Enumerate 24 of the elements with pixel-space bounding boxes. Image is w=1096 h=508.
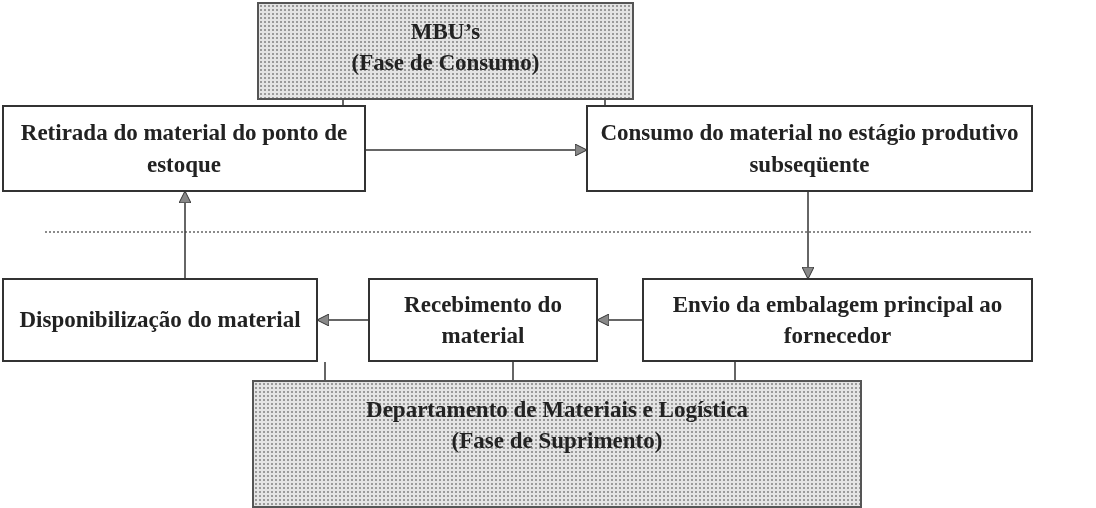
process-box xyxy=(642,278,1033,362)
process-box xyxy=(2,105,366,192)
connector-line xyxy=(324,361,326,381)
connector-line xyxy=(734,361,736,381)
node-text: (Fase de Consumo) xyxy=(351,49,540,78)
arrow xyxy=(178,190,192,279)
process-box xyxy=(2,278,318,362)
node-text: Consumo do material no estágio produtivo subseqüente xyxy=(599,119,1020,179)
arrow xyxy=(801,191,815,280)
node-text: Envio da embalagem principal ao fornecedor xyxy=(671,290,1004,350)
process-box xyxy=(368,278,598,362)
phase-box xyxy=(252,380,862,508)
node-text: Departamento de Materiais e Logística xyxy=(366,396,748,424)
connector-line xyxy=(342,99,344,106)
arrow xyxy=(365,143,588,157)
connector-line xyxy=(604,99,606,106)
node-text: Recebimento do material xyxy=(403,290,563,350)
node-text: Retirada do material do ponto de estoque xyxy=(19,119,349,179)
phase-box xyxy=(257,2,634,100)
node-text: Disponibilização do material xyxy=(19,306,301,335)
process-box xyxy=(586,105,1033,192)
node-text: MBU’s xyxy=(410,18,481,46)
node-text: (Fase de Suprimento) xyxy=(451,427,663,456)
connector-line xyxy=(512,361,514,381)
